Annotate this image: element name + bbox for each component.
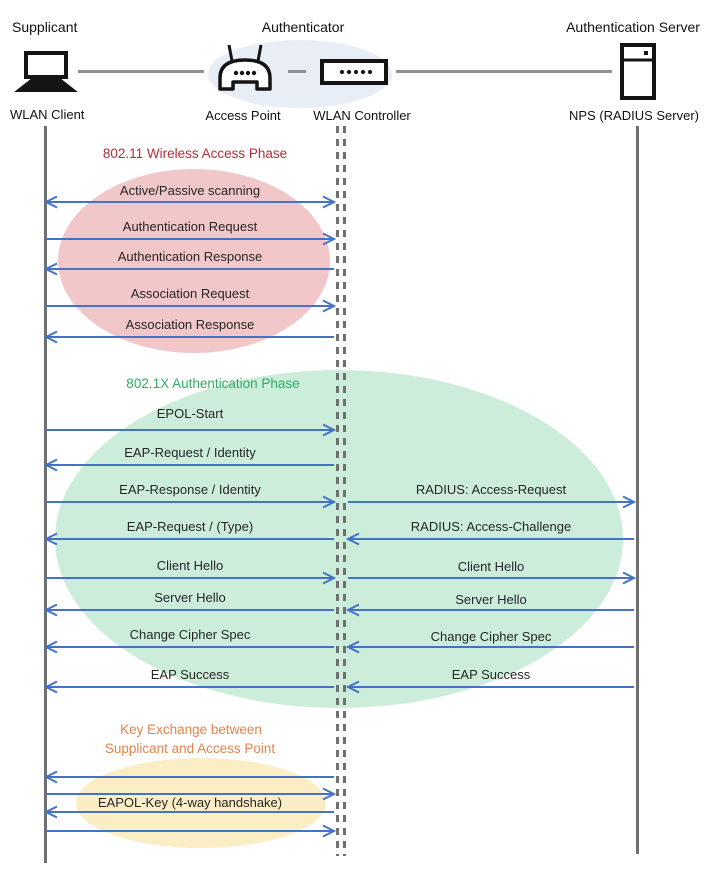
key-exchange-ellipse bbox=[76, 758, 326, 848]
key-exchange-title-line2: Supplicant and Access Point bbox=[104, 741, 276, 756]
supplicant-role-label: Supplicant bbox=[12, 19, 78, 35]
message-label: Association Response bbox=[125, 317, 255, 332]
message-label: Authentication Response bbox=[117, 249, 263, 264]
message-arrow bbox=[46, 423, 337, 437]
message-arrow bbox=[345, 640, 634, 654]
phase-80211-ellipse bbox=[58, 169, 330, 353]
connector-ap-controller bbox=[288, 70, 306, 73]
message-arrow bbox=[43, 330, 334, 344]
message-arrow bbox=[43, 805, 334, 819]
access-point-icon bbox=[218, 44, 272, 91]
connector-controller-server bbox=[396, 70, 612, 73]
message-arrow bbox=[43, 640, 334, 654]
authenticator-role-label: Authenticator bbox=[261, 19, 345, 35]
message-arrow bbox=[43, 195, 337, 209]
supplicant-lifeline bbox=[44, 126, 47, 863]
laptop-icon bbox=[14, 51, 78, 92]
server-lifeline bbox=[636, 126, 639, 854]
message-label: Server Hello bbox=[455, 592, 527, 607]
message-label: RADIUS: Access-Challenge bbox=[410, 519, 572, 534]
message-label: Authentication Request bbox=[122, 219, 258, 234]
phase-80211-title: 802.11 Wireless Access Phase bbox=[102, 146, 288, 161]
authentication-server-role-label: Authentication Server bbox=[566, 19, 700, 35]
message-label: EAP-Request / (Type) bbox=[126, 519, 254, 534]
server-icon bbox=[620, 43, 656, 100]
access-point-label: Access Point bbox=[205, 108, 281, 123]
message-arrow bbox=[46, 571, 337, 585]
message-arrow bbox=[348, 495, 637, 509]
message-arrow bbox=[43, 458, 334, 472]
message-arrow bbox=[43, 603, 334, 617]
message-label: EAP-Request / Identity bbox=[124, 445, 256, 460]
message-label: Active/Passive scanning bbox=[119, 183, 261, 198]
message-arrow bbox=[43, 680, 334, 694]
message-label: EPOL-Start bbox=[156, 406, 224, 421]
message-label: Association Request bbox=[130, 286, 250, 301]
message-label: Server Hello bbox=[154, 590, 226, 605]
authenticator-lifeline-right bbox=[343, 126, 346, 856]
message-label: Client Hello bbox=[457, 559, 525, 574]
nps-radius-server-label: NPS (RADIUS Server) bbox=[568, 108, 700, 123]
message-arrow bbox=[46, 232, 337, 246]
message-label: Change Cipher Spec bbox=[430, 629, 552, 644]
wlan-controller-label: WLAN Controller bbox=[313, 108, 411, 123]
message-arrow bbox=[345, 532, 634, 546]
message-arrow bbox=[345, 603, 634, 617]
message-label: EAP Success bbox=[451, 667, 531, 682]
authenticator-lifeline-left bbox=[336, 126, 339, 856]
message-label: EAP-Response / Identity bbox=[119, 482, 261, 497]
message-label: Client Hello bbox=[156, 558, 224, 573]
message-arrow bbox=[43, 770, 334, 784]
message-arrow bbox=[348, 571, 637, 585]
message-arrow bbox=[46, 787, 337, 801]
phase-8021x-title: 802.1X Authentication Phase bbox=[126, 376, 300, 391]
message-arrow bbox=[46, 299, 337, 313]
message-arrow bbox=[43, 262, 334, 276]
message-arrow bbox=[43, 532, 334, 546]
key-exchange-title-line1: Key Exchange between bbox=[120, 722, 262, 737]
message-arrow bbox=[46, 824, 337, 838]
wlan-client-label: WLAN Client bbox=[10, 107, 85, 122]
message-label: EAPOL-Key (4-way handshake) bbox=[97, 795, 283, 810]
wlan-controller-icon bbox=[320, 59, 388, 85]
message-arrow bbox=[46, 495, 337, 509]
connector-client-ap bbox=[78, 70, 204, 73]
message-label: Change Cipher Spec bbox=[129, 627, 251, 642]
message-label: EAP Success bbox=[150, 667, 230, 682]
message-arrow bbox=[345, 680, 634, 694]
message-label: RADIUS: Access-Request bbox=[415, 482, 567, 497]
